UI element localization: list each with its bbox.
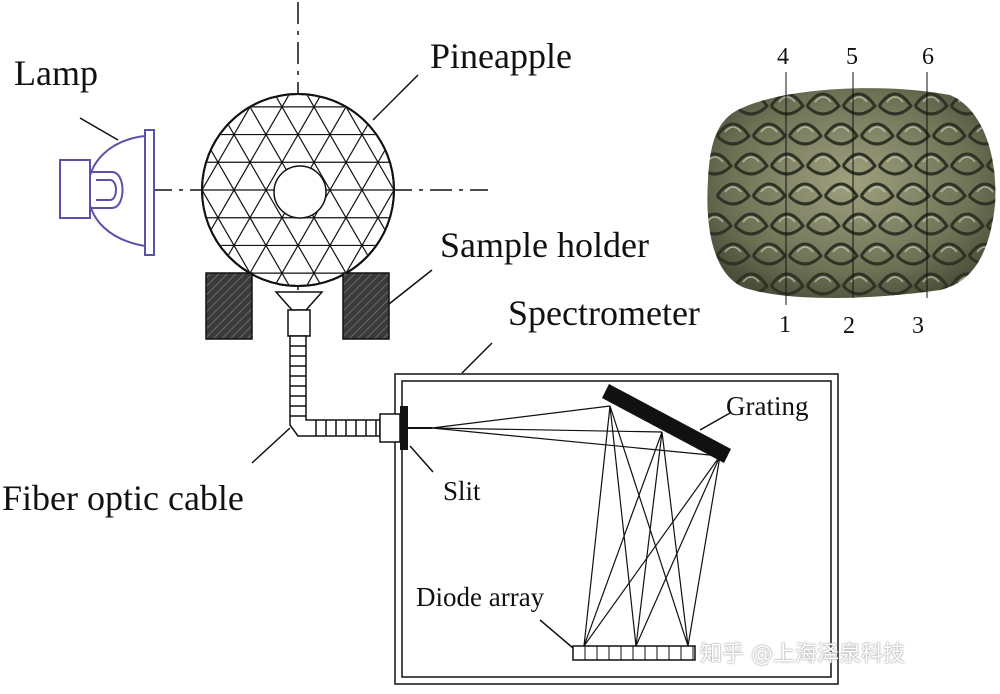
spectrometer-box	[394, 373, 839, 685]
sample-holder-left	[205, 272, 253, 340]
photo-position-lines	[785, 72, 928, 305]
photo-position-5: 5	[846, 44, 858, 70]
probe-funnel	[274, 291, 324, 311]
slit-label: Slit	[443, 476, 481, 506]
optical-rays	[431, 405, 721, 647]
photo-position-3: 3	[912, 313, 924, 339]
photo-position-4: 4	[777, 44, 789, 70]
photo-position-2: 2	[843, 313, 855, 339]
lamp-label: Lamp	[14, 53, 98, 93]
sample-holder-label: Sample holder	[440, 225, 649, 265]
photo-position-6: 6	[922, 44, 934, 70]
sample-holder-right	[342, 272, 390, 340]
watermark: 知乎 @上海泽泉科技	[700, 642, 905, 667]
diode-array	[572, 645, 696, 661]
diode-array-label: Diode array	[416, 582, 545, 612]
grating-label: Grating	[726, 391, 809, 421]
photo-position-1: 1	[779, 312, 791, 338]
slit	[379, 406, 432, 450]
fiber-optic-cable-label: Fiber optic cable	[2, 478, 244, 518]
lamp-icon	[59, 129, 155, 256]
pineapple-photo	[707, 88, 996, 298]
spectrometer-label: Spectrometer	[508, 293, 700, 333]
pineapple-label: Pineapple	[430, 36, 572, 76]
fiber-optic-cable	[289, 335, 381, 437]
grating	[602, 384, 731, 463]
